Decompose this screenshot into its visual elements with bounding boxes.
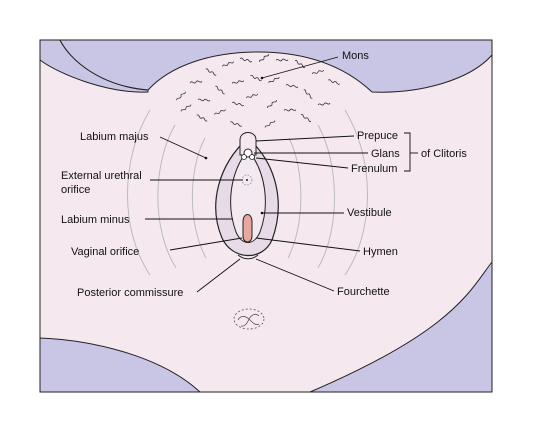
label-external-urethral-orifice-2: orifice <box>61 184 90 196</box>
hair-squiggle <box>230 121 242 127</box>
hair-squiggle <box>328 79 340 85</box>
hair-squiggle <box>268 76 280 84</box>
hair-squiggle <box>180 104 192 112</box>
hair-squiggle <box>317 102 331 106</box>
frenulum-shape <box>241 154 247 160</box>
leader-lines <box>145 56 418 293</box>
label-glans: Glans <box>371 148 400 160</box>
hair-squiggle <box>231 101 245 107</box>
label-hymen: Hymen <box>363 246 398 258</box>
hair-squiggle <box>285 84 299 88</box>
frenulum-shape-right <box>249 154 255 160</box>
label-of-clitoris: of Clitoris <box>421 148 467 160</box>
hair-squiggle <box>311 69 325 75</box>
hair-squiggle <box>275 58 289 62</box>
hair-squiggle <box>303 89 313 99</box>
hair-squiggle <box>214 109 226 115</box>
lower-left-buttock-region <box>39 337 202 393</box>
hair-squiggle <box>300 114 312 122</box>
fourchette-shape <box>237 254 259 260</box>
contour-arcs <box>127 109 368 276</box>
hair-squiggle <box>239 57 253 63</box>
hair-squiggle <box>215 85 225 95</box>
vaginal-orifice-shape <box>242 214 253 243</box>
label-mons: Mons <box>342 50 369 62</box>
label-posterior-commissure: Posterior commissure <box>77 287 183 299</box>
hair-squiggle <box>205 68 217 76</box>
hair-squiggle <box>250 74 262 82</box>
label-external-urethral-orifice-1: External urethral <box>61 170 142 182</box>
upper-abdomen-region <box>59 39 493 93</box>
label-labium-majus: Labium majus <box>80 131 149 143</box>
anus-shape <box>233 308 265 330</box>
label-vestibule: Vestibule <box>347 207 392 219</box>
hair-squiggle <box>197 98 211 102</box>
hair-squiggle <box>222 61 234 67</box>
label-prepuce: Prepuce <box>357 130 398 142</box>
label-fourchette: Fourchette <box>337 286 390 298</box>
label-frenulum: Frenulum <box>351 163 397 175</box>
label-labium-minus: Labium minus <box>61 214 130 226</box>
pubic-hair <box>176 54 340 128</box>
hair-squiggle <box>245 93 259 99</box>
hair-squiggle <box>176 91 186 101</box>
lower-right-buttock-region <box>309 260 493 393</box>
hair-squiggle <box>259 54 269 62</box>
leader-dots <box>204 76 264 215</box>
labium-minus-shape <box>230 149 266 243</box>
hair-squiggle <box>283 108 297 112</box>
hair-squiggle <box>231 80 245 84</box>
prepuce-shape <box>239 132 257 156</box>
hair-squiggle <box>264 120 276 128</box>
urethral-orifice-dot <box>246 179 248 181</box>
hair-squiggle <box>196 114 208 122</box>
hair-squiggle <box>267 100 277 108</box>
hair-squiggle <box>189 80 203 84</box>
label-vaginal-orifice: Vaginal orifice <box>71 246 139 258</box>
